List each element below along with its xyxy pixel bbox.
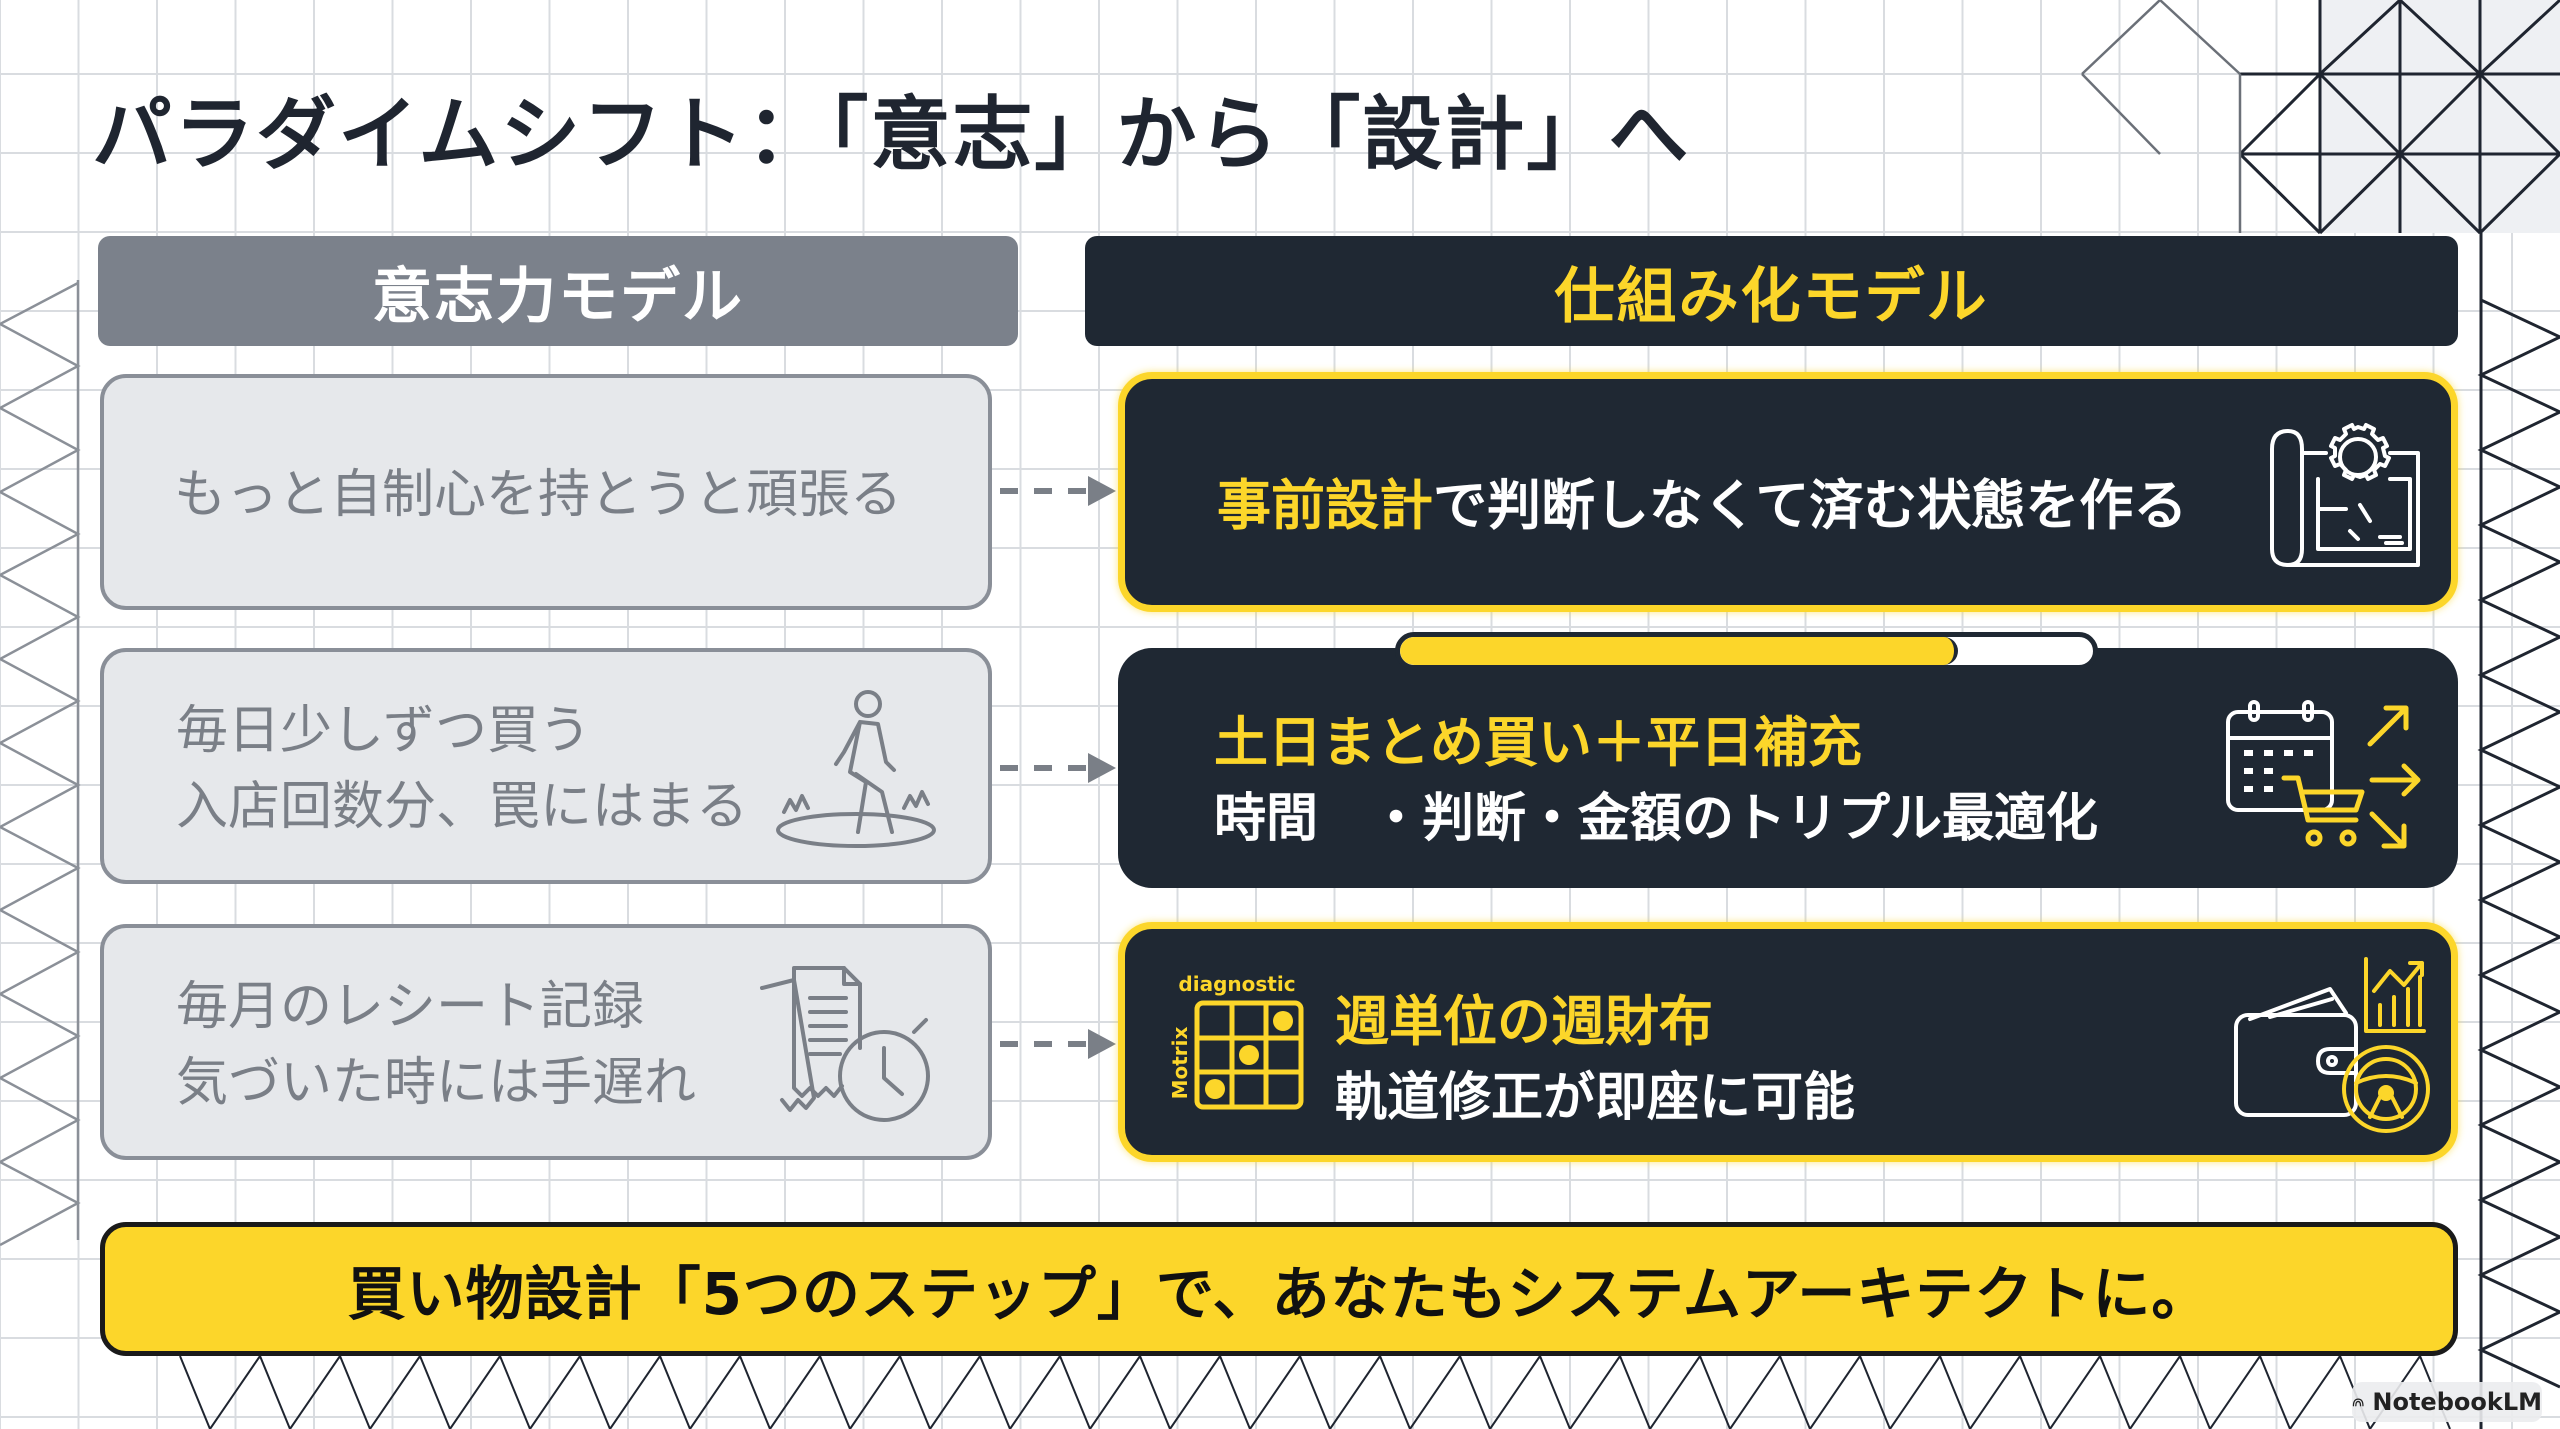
willpower-card-3-line-2: 気づいた時には手遅れ — [176, 1053, 697, 1113]
receipts-clock-icon — [760, 966, 930, 1122]
wallet-chart-steering-icon — [2234, 957, 2430, 1133]
system-model-header-label: 仕組み化モデル — [1554, 261, 1989, 332]
willpower-card-3-line-1: 毎月のレシート記録 — [176, 977, 645, 1037]
calendar-cart-arrows-icon — [2226, 700, 2421, 849]
willpower-model-header-label: 意志力モデル — [372, 261, 744, 332]
dashed-arrow-2 — [1000, 753, 1116, 783]
system-card-1-rest: で判断しなくて済む状態を作る — [1433, 474, 2188, 537]
progress-bar — [1395, 632, 2098, 670]
dashed-arrow-3 — [1000, 1029, 1116, 1059]
walking-trap-icon — [776, 690, 936, 848]
notebooklm-logo-icon — [2352, 1398, 2364, 1407]
willpower-card-3: 毎月のレシート記録 気づいた時には手遅れ — [100, 924, 992, 1160]
system-card-1: 事前設計で判断しなくて済む状態を作る — [1118, 372, 2458, 612]
system-card-3: diagnostic Motrix 週単位の週財布 軌道修正が即座に可能 — [1118, 922, 2458, 1162]
diagnostic-matrix-icon: diagnostic Motrix — [1168, 972, 1304, 1110]
willpower-model-header: 意志力モデル — [98, 236, 1018, 346]
willpower-card-1: もっと自制心を持とうと頑張る — [100, 374, 992, 610]
system-card-3-title: 週単位の週財布 — [1335, 990, 1713, 1053]
system-card-2: 土日まとめ買い＋平日補充 時間 ・判断・金額のトリプル最適化 — [1118, 648, 2458, 888]
svg-text:Motrix: Motrix — [1168, 1026, 1192, 1099]
willpower-card-2-line-1: 毎日少しずつ買う — [176, 701, 591, 761]
willpower-card-1-text: もっと自制心を持とうと頑張る — [174, 465, 903, 525]
conclusion-banner-text: 買い物設計「5つのステップ」で、あなたもシステムアーキテクトに。 — [347, 1260, 2211, 1328]
willpower-card-2-line-2: 入店回数分、罠にはまる — [176, 777, 749, 837]
system-model-header: 仕組み化モデル — [1085, 236, 2458, 346]
system-card-3-subtitle: 軌道修正が即座に可能 — [1335, 1068, 1856, 1128]
watermark-label: NotebookLM — [2372, 1388, 2542, 1416]
blueprint-gear-icon — [2270, 423, 2420, 567]
page-title: パラダイムシフト：「意志」から「設計」へ — [92, 88, 1691, 181]
system-card-2-title: 土日まとめ買い＋平日補充 — [1214, 711, 1862, 774]
svg-text:diagnostic: diagnostic — [1178, 972, 1295, 996]
notebooklm-watermark: NotebookLM — [2352, 1382, 2542, 1422]
progress-bar-fill — [1400, 637, 1959, 665]
system-card-1-text: 事前設計で判断しなくて済む状態を作る — [1217, 461, 2187, 540]
system-card-2-subtitle: 時間 ・判断・金額のトリプル最適化 — [1214, 789, 2099, 849]
dashed-arrow-1 — [1000, 476, 1116, 506]
willpower-card-2: 毎日少しずつ買う 入店回数分、罠にはまる — [100, 648, 992, 884]
conclusion-banner: 買い物設計「5つのステップ」で、あなたもシステムアーキテクトに。 — [100, 1222, 2458, 1356]
system-card-1-highlight: 事前設計 — [1217, 474, 1433, 537]
